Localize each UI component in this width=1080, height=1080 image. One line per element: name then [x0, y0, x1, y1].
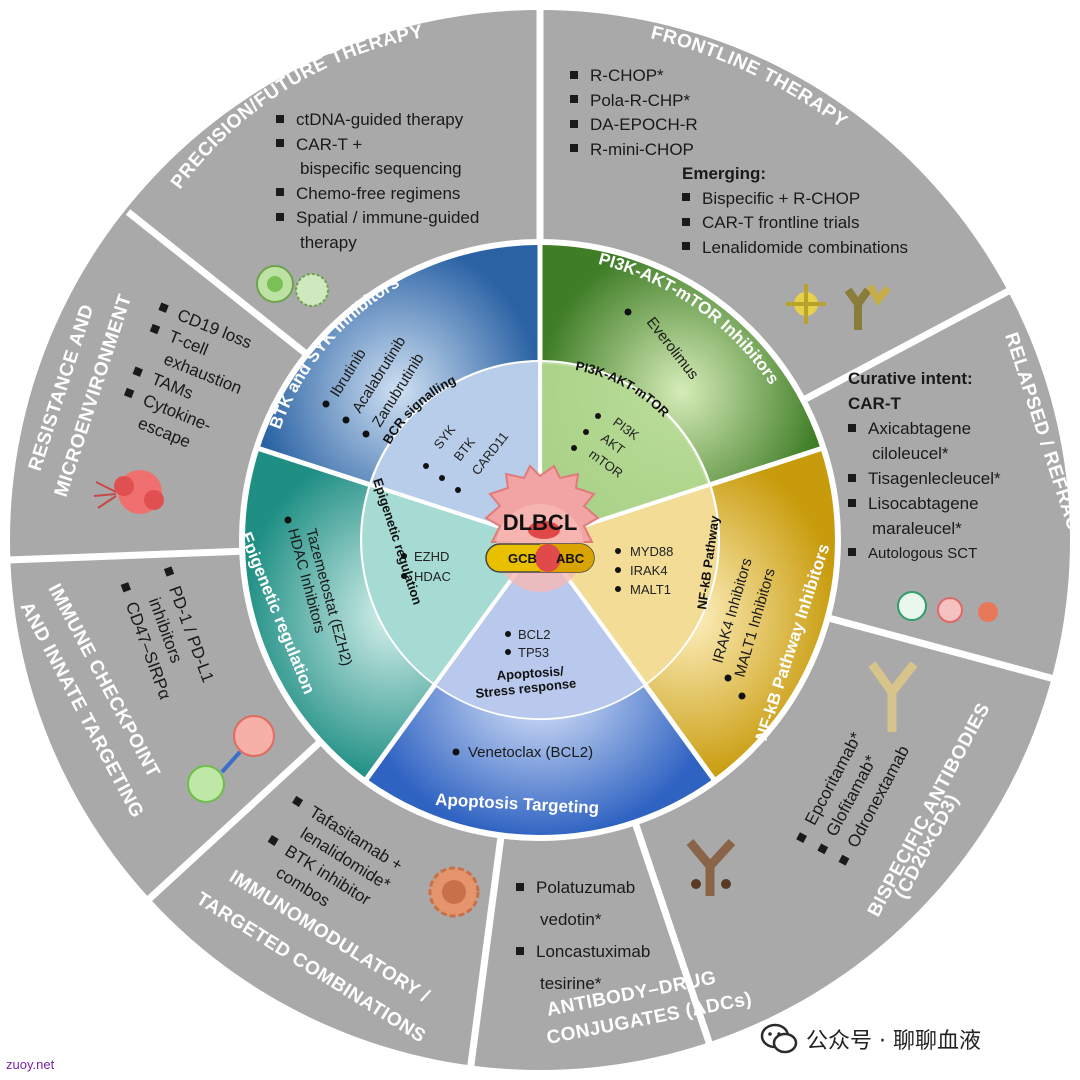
epigenetic-inner-item-hdac: HDAC — [414, 569, 451, 584]
dlbcl-title: DLBCL — [503, 510, 578, 535]
frontline-item: Pola-R-CHP* — [570, 89, 908, 114]
car-t-icon — [897, 591, 998, 623]
bullet-icon — [164, 566, 175, 577]
relapsed-item: Lisocabtagene — [848, 491, 1001, 516]
nfkb-inner-item-myd88: MYD88 — [630, 544, 673, 559]
precision-item-continuation: therapy — [300, 232, 357, 252]
bullet-icon — [570, 70, 578, 79]
bullet-icon — [682, 217, 690, 226]
tumor-cell-icon — [428, 866, 480, 918]
bullet-icon — [276, 212, 284, 221]
adc-item: Polatuzumab — [516, 872, 650, 904]
precision-item-continuation: bispecific sequencing — [300, 159, 462, 178]
frontline-emerging-label: Emerging: — [682, 164, 767, 183]
watermark-right-text: 公众号 · 聊聊血液 — [806, 1029, 981, 1054]
bullet-icon — [570, 119, 578, 128]
precision-item: CAR-T + — [276, 133, 479, 158]
bullet-icon — [132, 366, 144, 377]
tam-cluster-icon — [93, 470, 164, 514]
bullet-icon — [124, 387, 135, 398]
apoptosis-items: Venetoclax (BCL2) — [452, 744, 593, 761]
frontline-emerging-item: CAR-T frontline trials — [570, 211, 908, 236]
relapsed-item-continuation: maraleucel* — [872, 519, 962, 538]
checkpoint-cell-icon — [187, 715, 275, 803]
relapsed-heading-1: Curative intent: — [848, 369, 973, 388]
frontline-emerging-item: Lenalidomide combinations — [570, 236, 908, 261]
t-cell-icon — [256, 265, 329, 307]
bullet-icon — [276, 139, 284, 148]
bullet-icon — [149, 323, 161, 334]
precision-list: ctDNA-guided therapy CAR-T + bispecific … — [276, 108, 479, 255]
adc-item: Loncastuximab — [516, 936, 650, 968]
apoptosis-inner-title-1: Apoptosis/ — [496, 663, 564, 683]
bullet-icon — [158, 302, 169, 313]
bullet-icon — [570, 144, 578, 153]
precision-item: Spatial / immune-guided — [276, 206, 479, 231]
precision-item: Chemo-free regimens — [276, 182, 479, 207]
bullet-icon — [848, 423, 856, 432]
relapsed-item: Tisagenlecleucel* — [848, 466, 1001, 491]
abc-label: ABC — [556, 551, 585, 566]
nfkb-inner-item-malt1: MALT1 — [630, 582, 671, 597]
bullet-icon — [516, 946, 524, 955]
relapsed-list: Curative intent: CAR-T Axicabtagene cilo… — [848, 366, 1001, 566]
bullet-icon — [516, 882, 524, 891]
bullet-icon — [848, 473, 856, 482]
wechat-icon — [760, 1023, 798, 1054]
nfkb-inner-item-irak4: IRAK4 — [630, 563, 668, 578]
frontline-item: R-CHOP* — [570, 64, 908, 89]
bullet-icon — [682, 242, 690, 251]
watermark-left: zuoy.net — [6, 1057, 55, 1072]
adc-item-continuation: tesirine* — [540, 974, 602, 993]
epigenetic-inner-items: EZHD HDAC — [401, 549, 451, 584]
epigenetic-inner-item-ezhd: EZHD — [414, 549, 449, 564]
bullet-icon — [570, 95, 578, 104]
apoptosis-inner-items: BCL2 TP53 — [505, 627, 551, 660]
bullet-icon — [276, 188, 284, 197]
bullet-icon — [848, 498, 856, 507]
relapsed-item: Axicabtagene — [848, 416, 1001, 441]
frontline-item: R-mini-CHOP — [570, 138, 908, 163]
frontline-list: R-CHOP* Pola-R-CHP* DA-EPOCH-R R-mini-CH… — [570, 64, 908, 260]
frontline-emerging-item: Bispecific + R-CHOP — [570, 187, 908, 212]
apoptosis-inner-item-tp53: TP53 — [518, 645, 549, 660]
bullet-icon — [292, 795, 304, 807]
watermark-right: 公众号 · 聊聊血液 — [760, 1022, 981, 1056]
bullet-icon — [121, 581, 132, 593]
relapsed-item-continuation: ciloleucel* — [872, 444, 949, 463]
relapsed-item: Autologous SCT — [848, 541, 1001, 566]
adc-list: Polatuzumab vedotin* Loncastuximab tesir… — [516, 872, 650, 1000]
bispecific-antibody-icon — [868, 661, 918, 732]
precision-item: ctDNA-guided therapy — [276, 108, 479, 133]
gcb-abc-pill — [485, 543, 595, 573]
relapsed-heading-2: CAR-T — [848, 394, 901, 413]
frontline-item: DA-EPOCH-R — [570, 113, 908, 138]
inner-apoptosis-sector — [435, 540, 645, 719]
nfkb-inner-items: MYD88 IRAK4 MALT1 — [615, 544, 673, 597]
apoptosis-item-venetoclax: Venetoclax (BCL2) — [468, 744, 593, 761]
apoptosis-inner-item-bcl2: BCL2 — [518, 627, 551, 642]
bullet-icon — [848, 548, 856, 557]
bullet-icon — [276, 114, 284, 123]
gcb-label: GCB — [508, 551, 537, 566]
bullet-icon — [682, 193, 690, 202]
antibody-cluster-icon — [786, 284, 891, 330]
adc-icon — [686, 838, 736, 896]
bullet-icon — [267, 834, 279, 846]
adc-item-continuation: vedotin* — [540, 910, 602, 929]
